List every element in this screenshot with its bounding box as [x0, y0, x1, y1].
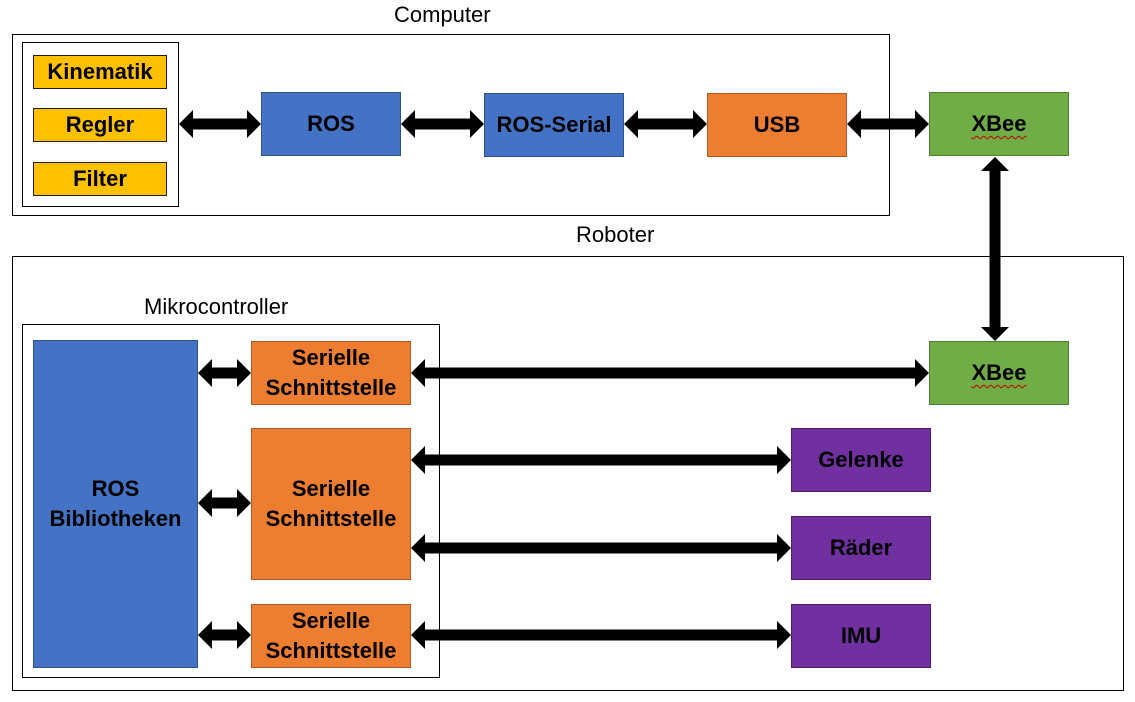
robot-xbee-label: XBee: [971, 360, 1027, 386]
kinematik-box: Kinematik: [33, 55, 167, 89]
serial-interface-2: Serielle Schnittstelle: [251, 428, 411, 580]
robot-xbee-box: XBee: [929, 341, 1069, 405]
gelenke-box: Gelenke: [791, 428, 931, 492]
raeder-box: Räder: [791, 516, 931, 580]
computer-xbee-label: XBee: [971, 111, 1027, 137]
ros-libraries-box: ROS Bibliotheken: [33, 340, 198, 668]
mcu-caption: Mikrocontroller: [144, 294, 289, 319]
robot-caption: Roboter: [576, 222, 655, 247]
usb-box: USB: [707, 93, 847, 157]
ros-box: ROS: [261, 92, 401, 156]
filter-box: Filter: [33, 162, 167, 196]
regler-box: Regler: [33, 108, 167, 142]
robot-frame: [12, 256, 1124, 691]
mcu-frame: [22, 324, 440, 678]
serial-interface-3: Serielle Schnittstelle: [251, 604, 411, 668]
computer-caption: Computer: [394, 2, 491, 27]
computer-xbee-box: XBee: [929, 92, 1069, 156]
ros-serial-box: ROS-Serial: [484, 93, 624, 157]
imu-box: IMU: [791, 604, 931, 668]
software-modules-group: [22, 42, 179, 207]
serial-interface-1: Serielle Schnittstelle: [251, 341, 411, 405]
